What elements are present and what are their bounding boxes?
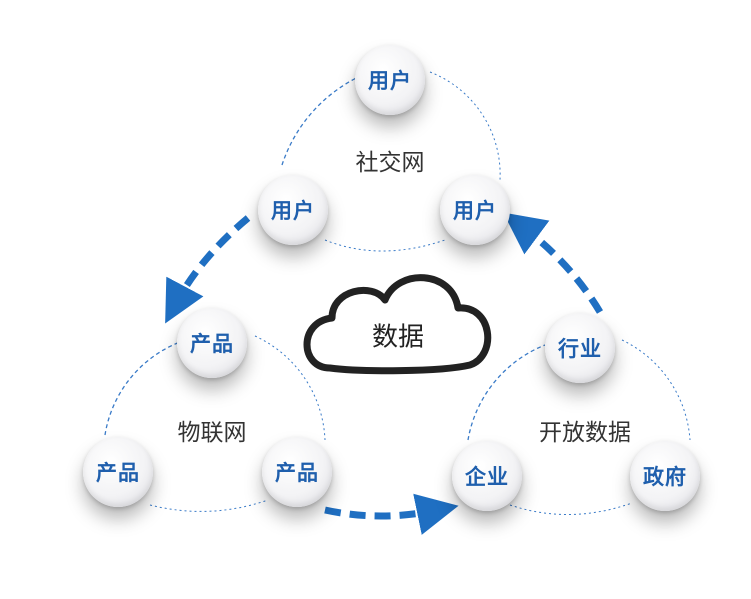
node-government: 政府 bbox=[630, 441, 700, 511]
iot-ring bbox=[254, 335, 326, 441]
arrow-social-to-iot bbox=[165, 215, 251, 324]
open-data-ring bbox=[509, 502, 633, 515]
node-label: 产品 bbox=[96, 461, 140, 485]
node-label: 政府 bbox=[643, 465, 687, 489]
cluster-label-iot: 物联网 bbox=[177, 420, 247, 446]
iot-ring bbox=[104, 341, 181, 436]
open-data-ring bbox=[621, 339, 691, 441]
arrow-iot-to-opendata bbox=[324, 493, 459, 535]
node-product-right: 产品 bbox=[262, 437, 332, 507]
node-label: 行业 bbox=[558, 337, 602, 361]
center-label: 数据 bbox=[371, 322, 425, 353]
node-label: 企业 bbox=[465, 465, 509, 489]
node-product-top: 产品 bbox=[177, 308, 247, 378]
cloud-icon bbox=[303, 274, 492, 375]
node-product-left: 产品 bbox=[83, 437, 153, 507]
node-user-top: 用户 bbox=[355, 45, 425, 115]
social-network-ring bbox=[429, 71, 501, 181]
cluster-label-social: 社交网 bbox=[355, 150, 425, 176]
node-user-right: 用户 bbox=[440, 175, 510, 245]
iot-ring bbox=[149, 499, 269, 512]
node-enterprise: 企业 bbox=[452, 441, 522, 511]
node-industry: 行业 bbox=[545, 313, 615, 383]
arrow-opendata-to-social bbox=[503, 212, 604, 314]
node-label: 用户 bbox=[271, 199, 315, 223]
social-network-ring bbox=[324, 239, 446, 252]
node-label: 产品 bbox=[190, 332, 234, 356]
node-label: 用户 bbox=[453, 199, 497, 223]
node-label: 用户 bbox=[368, 69, 412, 93]
node-label: 产品 bbox=[275, 461, 319, 485]
open-data-ring bbox=[467, 344, 546, 441]
cluster-label-open-data: 开放数据 bbox=[539, 420, 631, 446]
node-user-left: 用户 bbox=[258, 175, 328, 245]
